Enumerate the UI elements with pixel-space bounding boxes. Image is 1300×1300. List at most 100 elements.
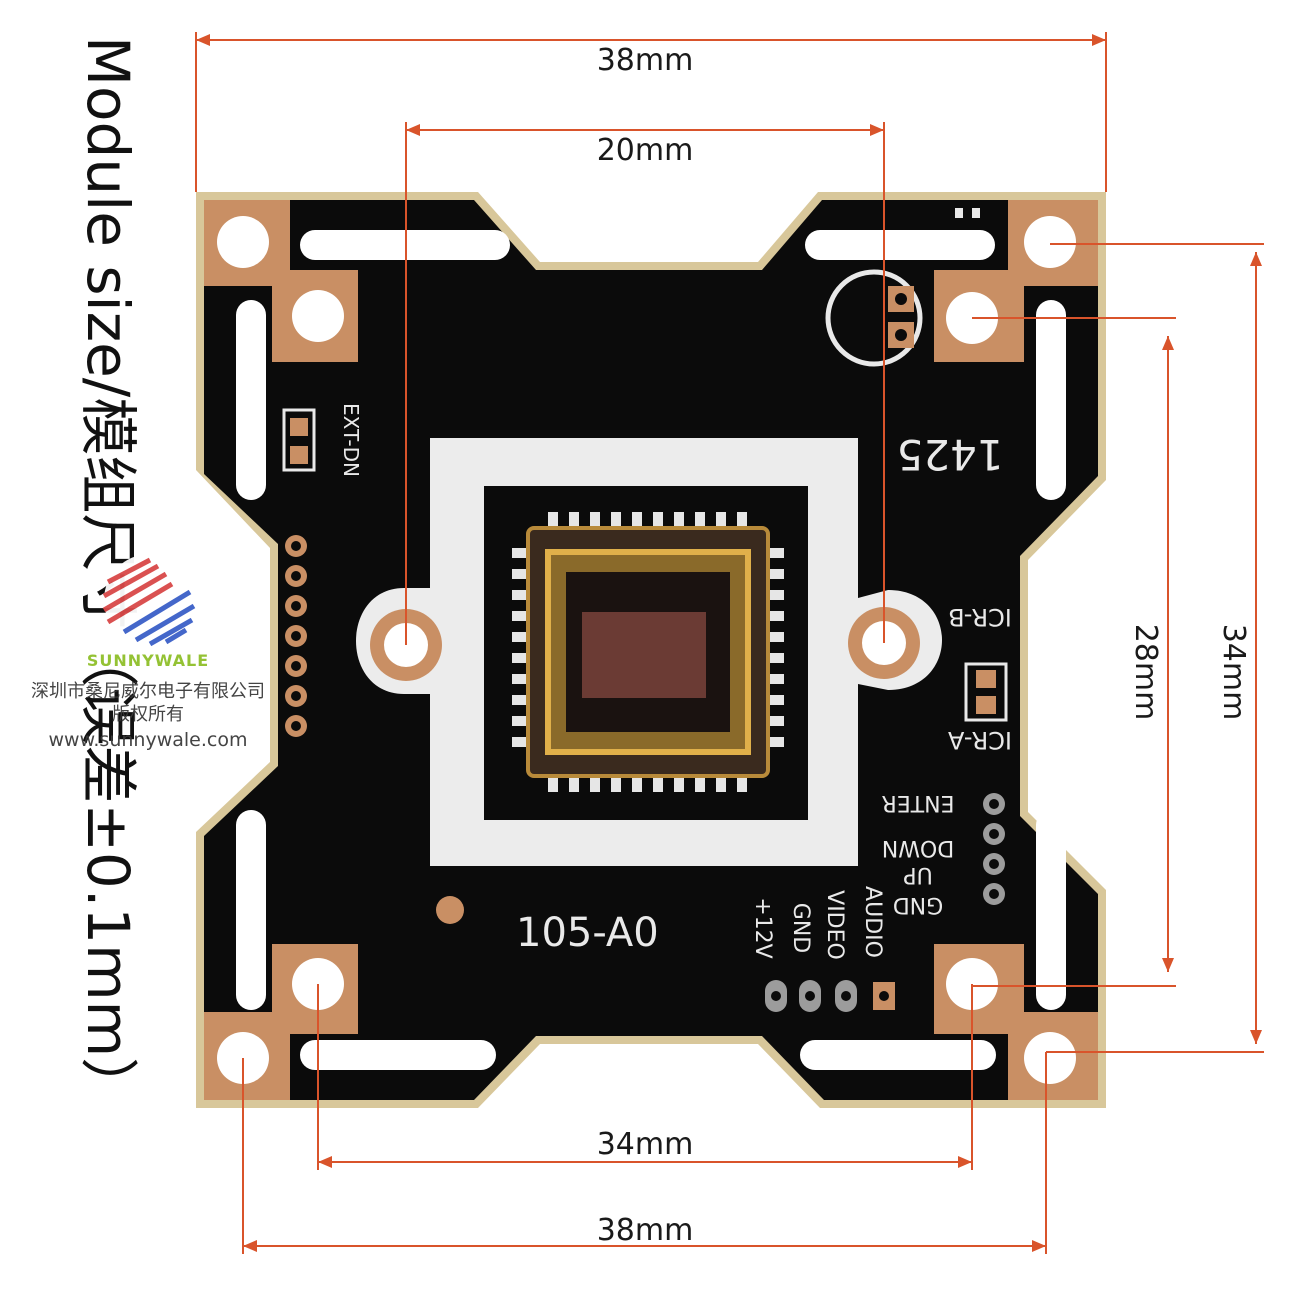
smd-pad-1 xyxy=(955,208,963,218)
icr-a-pad-top xyxy=(976,670,996,688)
dim-label-bottom-outer: 38mm xyxy=(597,1213,694,1248)
key-header-hole xyxy=(989,859,999,869)
watermark-company: 深圳市桑尼威尔电子有限公司 xyxy=(31,681,265,702)
silk-key-enter: ENTER xyxy=(882,790,955,815)
sensor-pin-top xyxy=(611,512,621,530)
mounting-hole-br-outer xyxy=(1024,1032,1076,1084)
sensor-pin-top xyxy=(653,512,663,530)
watermark-url: www.sunnywale.com xyxy=(49,729,248,751)
sensor-pin-left xyxy=(512,653,530,663)
arrow-right-outer-top xyxy=(1250,252,1262,266)
sensor-pin-top xyxy=(674,512,684,530)
slot-top-right-h xyxy=(805,230,995,260)
sensor-pin-right xyxy=(766,737,784,747)
sensor-pin-left xyxy=(512,569,530,579)
sensor-pin-top xyxy=(695,512,705,530)
ext-dn-pad-frame xyxy=(282,408,316,472)
silk-power-video: VIDEO xyxy=(822,890,847,960)
sensor-pin-bottom xyxy=(653,774,663,792)
dim-label-top-outer: 38mm xyxy=(597,43,694,78)
slot-left-upper-v xyxy=(236,300,266,500)
left-header-hole xyxy=(291,541,301,551)
key-pin-header xyxy=(983,793,1005,905)
sensor-pin-bottom xyxy=(611,774,621,792)
mounting-hole-tl-outer xyxy=(217,216,269,268)
sensor-pin-right xyxy=(766,674,784,684)
power-header-hole xyxy=(879,991,889,1001)
logo-globe-base xyxy=(104,554,196,646)
icr-a-pad-bottom xyxy=(976,696,996,714)
left-header-hole xyxy=(291,601,301,611)
watermark-rights: 版权所有 xyxy=(112,704,184,725)
arrow-bottom-inner-right xyxy=(958,1156,972,1168)
left-header-hole xyxy=(291,691,301,701)
silk-key-down: DOWN xyxy=(882,835,954,860)
arrow-bottom-outer-right xyxy=(1032,1240,1046,1252)
left-header-hole xyxy=(291,661,301,671)
logo-stripes-blue xyxy=(122,589,196,647)
sensor-pin-bottom xyxy=(716,774,726,792)
silk-icr-b: ICR-B xyxy=(948,603,1012,631)
sensor-pin-bottom xyxy=(737,774,747,792)
slot-bottom-left-h xyxy=(300,1040,496,1070)
image-sensor xyxy=(512,512,784,792)
sensor-pin-bottom xyxy=(632,774,642,792)
pad-hole-top xyxy=(895,293,907,305)
sensor-pin-left xyxy=(512,737,530,747)
key-header-hole xyxy=(989,799,999,809)
silk-power-12v: +12V xyxy=(750,897,775,958)
arrow-right-inner-top xyxy=(1162,336,1174,350)
sensor-pin-right xyxy=(766,632,784,642)
silk-date-code: 1425 xyxy=(897,430,1004,479)
sensor-pin-left xyxy=(512,632,530,642)
sensor-pins xyxy=(512,512,784,792)
arrow-top-outer-right xyxy=(1092,34,1106,46)
sensor-pin-left xyxy=(512,716,530,726)
slot-bottom-right-h xyxy=(800,1040,996,1070)
sunnywale-logo xyxy=(102,554,196,647)
silkscreen-labels: 105-A0 1425 EXT-DN ICR-B ICR-A ENTER DOW… xyxy=(339,403,1012,960)
sensor-pin-right xyxy=(766,611,784,621)
slot-left-lower-v xyxy=(236,810,266,1010)
ir-cut-circle-outline xyxy=(825,269,923,367)
arrow-right-outer-bottom xyxy=(1250,1030,1262,1044)
power-header-hole xyxy=(805,991,815,1001)
dim-label-top-inner: 20mm xyxy=(597,133,694,168)
arrow-top-inner-right xyxy=(870,124,884,136)
mounting-hole-tr-outer xyxy=(1024,216,1076,268)
sensor-pin-right xyxy=(766,716,784,726)
watermark-brand: SUNNYWALE xyxy=(87,651,209,670)
power-header-hole xyxy=(771,991,781,1001)
sensor-pin-right xyxy=(766,569,784,579)
sensor-pin-bottom xyxy=(548,774,558,792)
silk-power-gnd: GND xyxy=(788,903,813,953)
silk-icr-a: ICR-A xyxy=(947,726,1012,754)
left-header-hole xyxy=(291,721,301,731)
power-header-hole xyxy=(841,991,851,1001)
mounting-hole-tl-inner xyxy=(292,290,344,342)
sensor-pin-bottom xyxy=(590,774,600,792)
dim-label-bottom-inner: 34mm xyxy=(597,1127,694,1162)
sensor-pin-top xyxy=(569,512,579,530)
sensor-pin-left xyxy=(512,611,530,621)
key-header-hole xyxy=(989,829,999,839)
pcb-board: 105-A0 1425 EXT-DN ICR-B ICR-A ENTER DOW… xyxy=(196,192,1106,1108)
slot-right-lower-v xyxy=(1036,810,1066,1010)
dim-label-right-inner: 28mm xyxy=(1128,624,1163,721)
ext-dn-pad-bottom xyxy=(290,446,308,464)
dimension-labels: 38mm 20mm 34mm 38mm 28mm 34mm xyxy=(597,43,1251,1248)
ext-dn-pad-top xyxy=(290,418,308,436)
sensor-pin-left xyxy=(512,590,530,600)
sensor-pin-left xyxy=(512,548,530,558)
silk-key-gnd: GND xyxy=(893,892,943,917)
sensor-pin-top xyxy=(632,512,642,530)
sensor-pin-right xyxy=(766,548,784,558)
pad-hole-bottom xyxy=(895,329,907,341)
arrow-top-outer-left xyxy=(196,34,210,46)
arrow-bottom-inner-left xyxy=(318,1156,332,1168)
sensor-pin-right xyxy=(766,653,784,663)
arrow-right-inner-bottom xyxy=(1162,958,1174,972)
sensor-pin-top xyxy=(737,512,747,530)
smd-pad-2 xyxy=(972,208,980,218)
